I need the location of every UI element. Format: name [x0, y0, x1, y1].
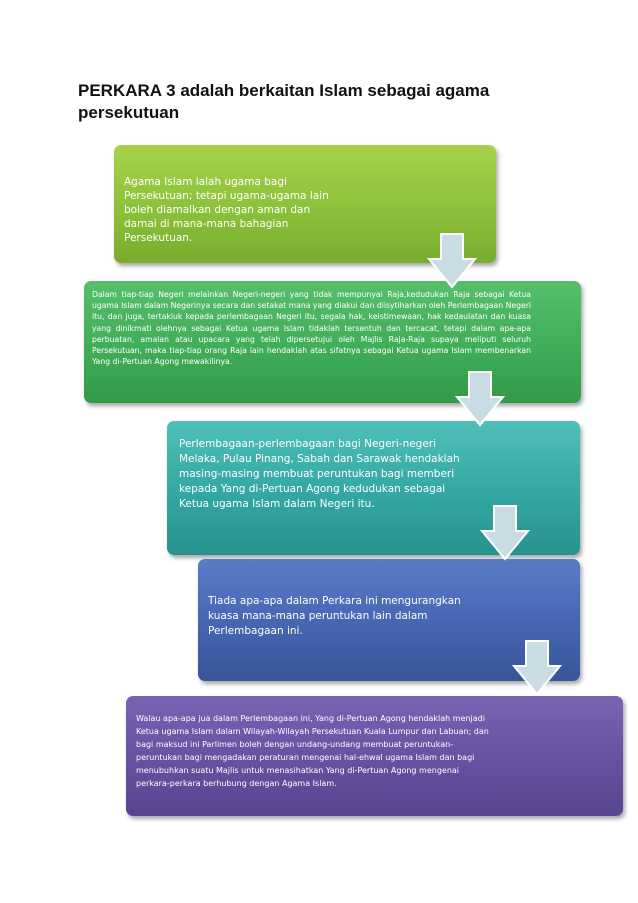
step-text-3: Perlembagaan-perlembagaan bagi Negeri-ne… [179, 438, 460, 510]
down-arrow-icon [427, 233, 477, 289]
step-box-2: Dalam tiap-tiap Negeri melainkan Negeri-… [84, 281, 581, 403]
down-arrow-icon [480, 505, 530, 561]
step-text-5: Walau apa-apa jua dalam Perlembagaan ini… [136, 714, 489, 788]
step-text-2: Dalam tiap-tiap Negeri melainkan Negeri-… [92, 290, 531, 367]
step-box-1: Agama Islam ialah ugama bagi Persekutuan… [114, 145, 496, 263]
step-box-3: Perlembagaan-perlembagaan bagi Negeri-ne… [167, 421, 580, 555]
down-arrow-icon [455, 371, 505, 427]
step-text-1: Agama Islam ialah ugama bagi Persekutuan… [124, 176, 329, 244]
step-text-4: Tiada apa-apa dalam Perkara ini menguran… [208, 595, 461, 637]
step-box-5: Walau apa-apa jua dalam Perlembagaan ini… [126, 696, 623, 816]
page-title: PERKARA 3 adalah berkaitan Islam sebagai… [78, 81, 490, 122]
step-box-4: Tiada apa-apa dalam Perkara ini menguran… [198, 559, 580, 681]
down-arrow-icon [512, 640, 562, 696]
